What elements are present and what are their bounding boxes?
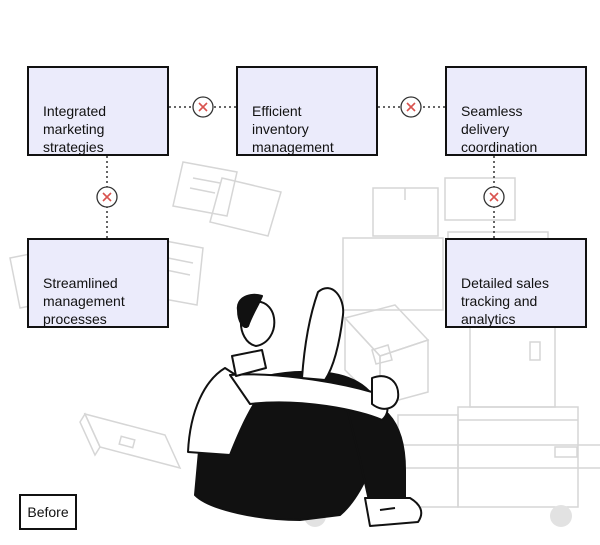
step-box-inventory: Efficient inventory management [236, 66, 378, 156]
sad-person-illustration [187, 287, 423, 527]
before-badge: Before [19, 494, 77, 530]
step-label: Detailed sales tracking and analytics [461, 275, 549, 327]
step-label: Efficient inventory management [252, 103, 334, 155]
step-box-delivery: Seamless delivery coordination [445, 66, 587, 156]
x-circle-icon [483, 186, 505, 208]
x-circle-icon [192, 96, 214, 118]
step-label: Seamless delivery coordination [461, 103, 538, 155]
x-circle-icon [96, 186, 118, 208]
step-label: Integrated marketing strategies [43, 103, 107, 155]
step-box-management: Streamlined management processes [27, 238, 169, 328]
step-label: Streamlined management processes [43, 275, 125, 327]
step-box-marketing: Integrated marketing strategies [27, 66, 169, 156]
step-box-analytics: Detailed sales tracking and analytics [445, 238, 587, 328]
x-circle-icon [400, 96, 422, 118]
